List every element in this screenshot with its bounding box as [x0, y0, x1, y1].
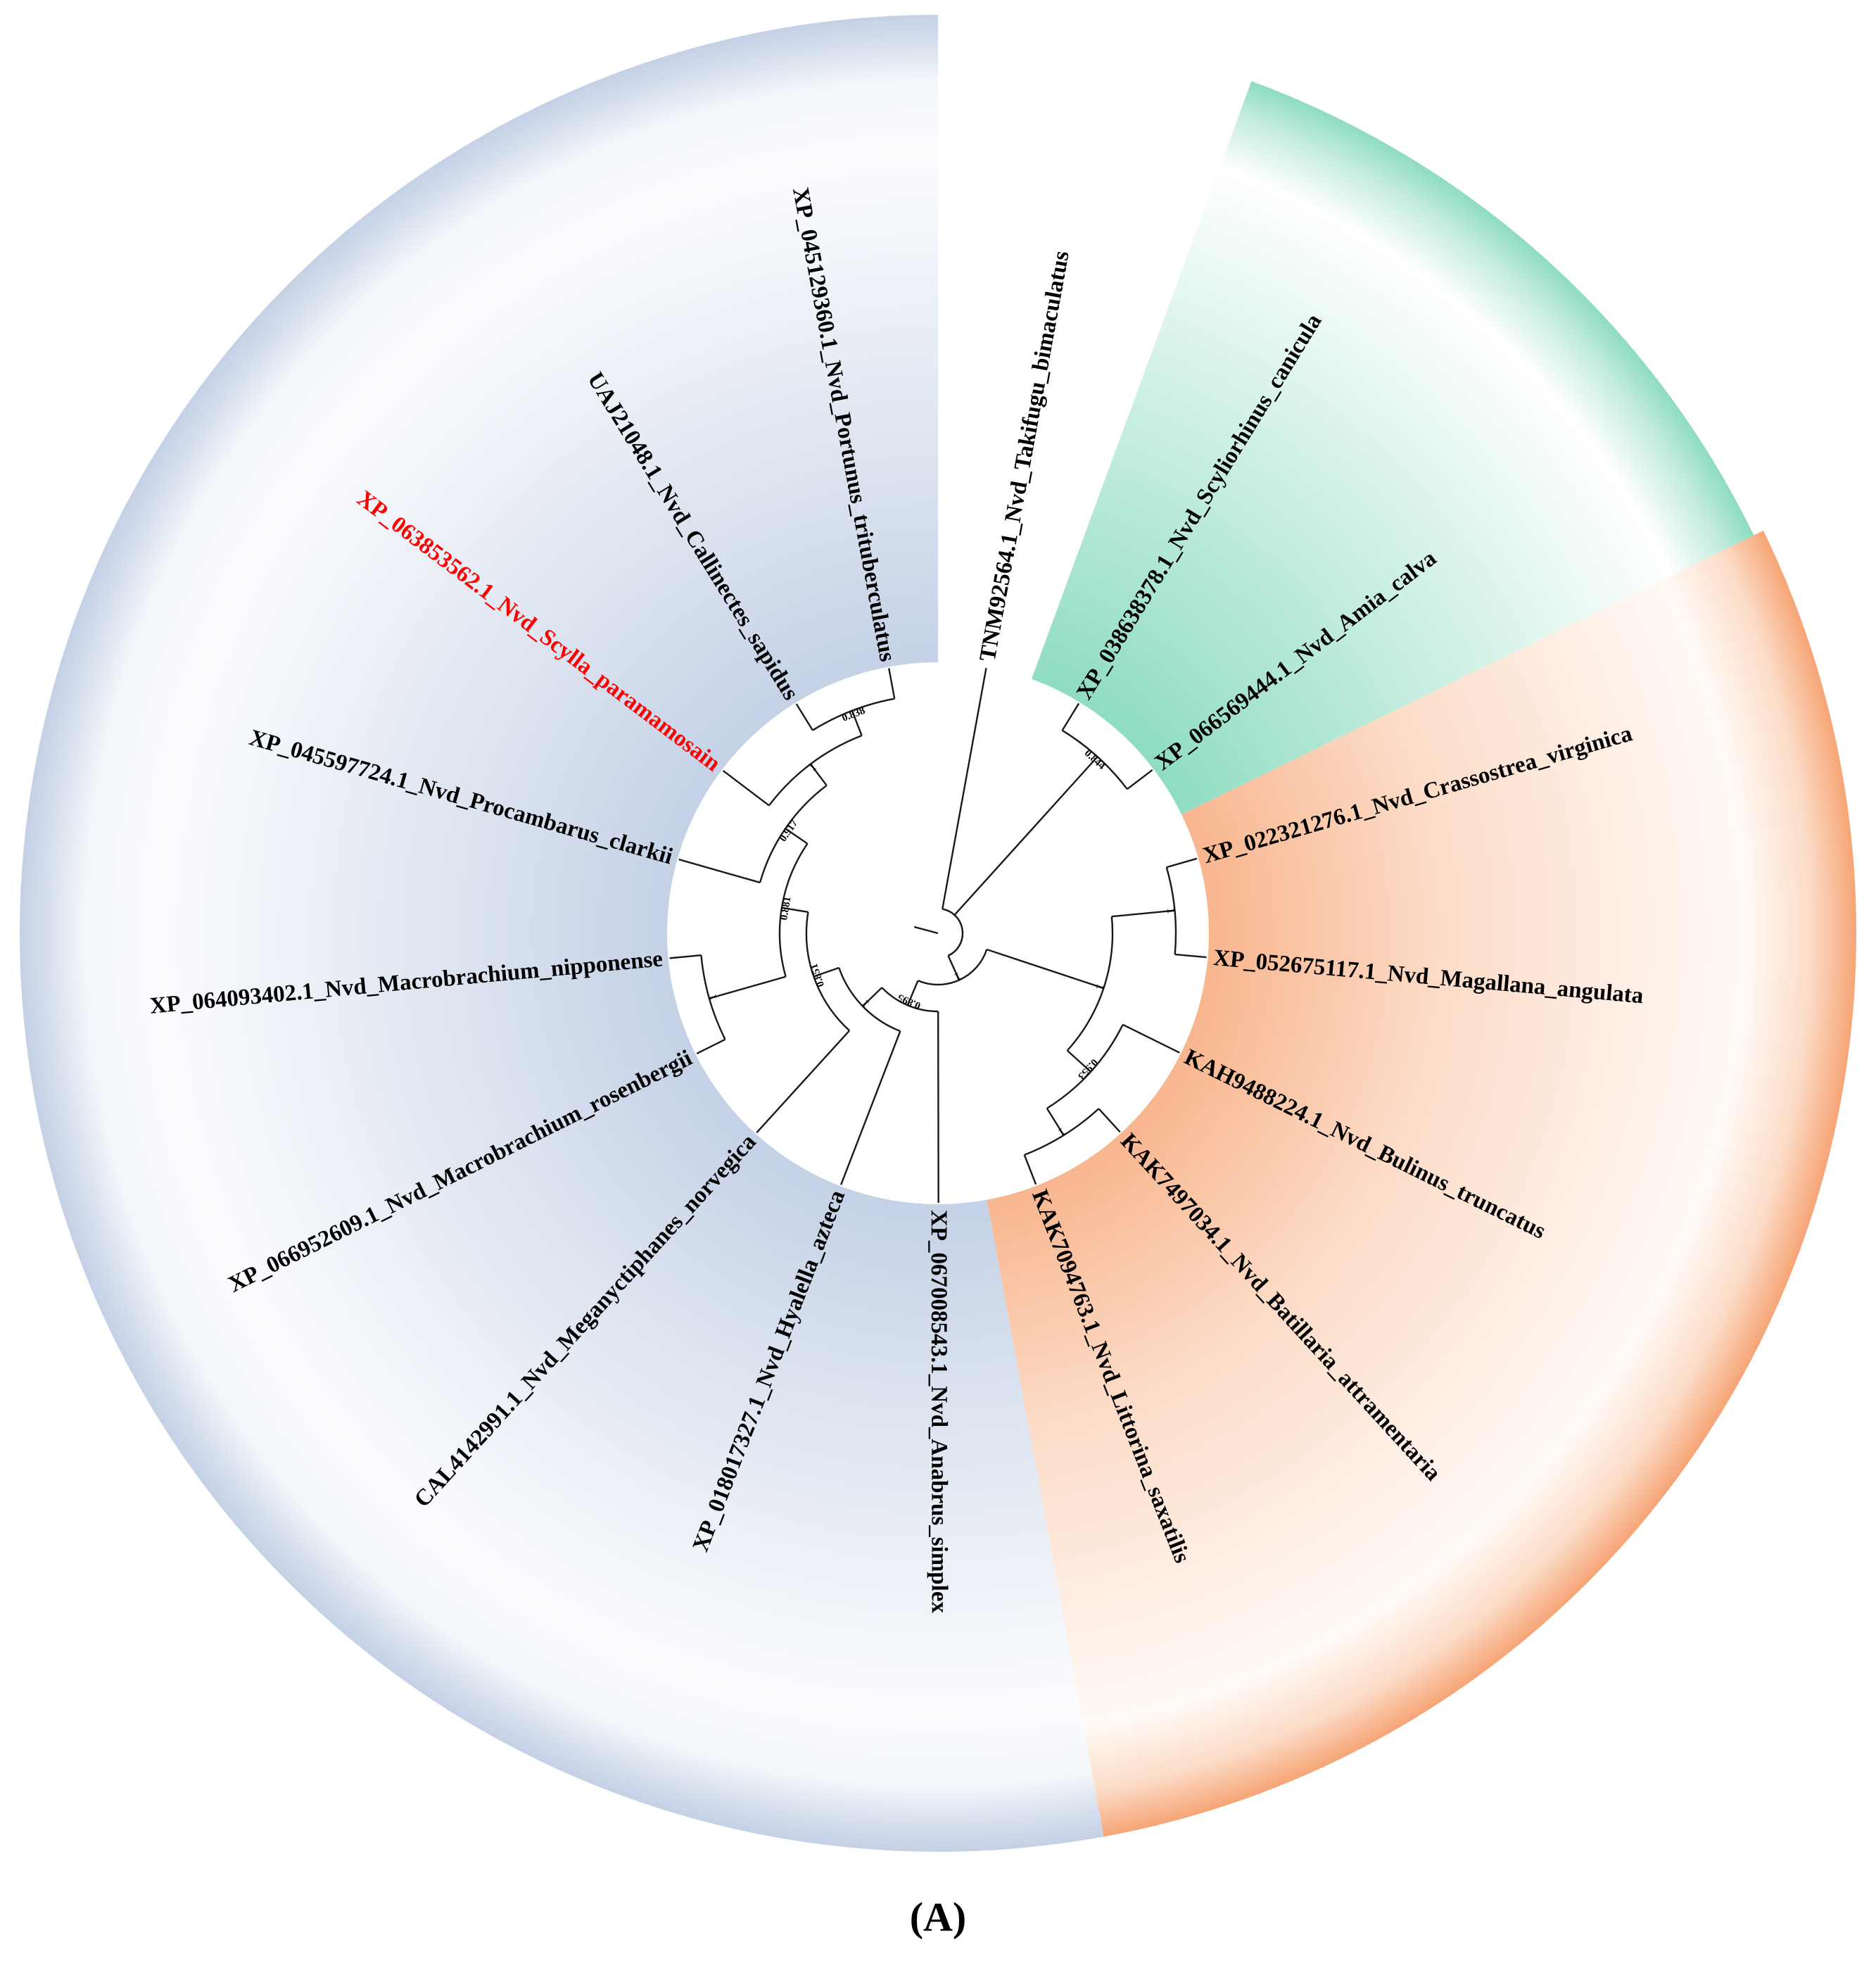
leaf-label: TNM92564.1_Nvd_Takifugu_bimaculatus [975, 249, 1075, 664]
branch-arc [778, 843, 809, 977]
branch-arc [1024, 1108, 1100, 1156]
branch-arc [838, 967, 901, 1033]
leaf-branch [696, 1038, 726, 1054]
branch-arc [881, 987, 939, 1013]
support-value: 0.881 [778, 896, 793, 921]
tree-branches [669, 667, 1207, 1204]
branch-arc [1165, 866, 1177, 955]
leaf-branch [1174, 953, 1207, 959]
branch-arc [942, 908, 964, 956]
clade-sector-blue [20, 15, 1104, 1852]
leaf-branch [678, 858, 761, 884]
leaf-branch [756, 1030, 851, 1134]
figure-label: (A) [0, 1893, 1876, 1940]
internal-branch [813, 966, 839, 978]
root-stub [913, 926, 939, 935]
leaf-label: XP_067008543.1_Nvd_Anabrus_simplex [926, 1210, 952, 1614]
internal-branch [1046, 1108, 1065, 1136]
support-value: 1 [1165, 908, 1177, 914]
internal-branch [1111, 909, 1175, 918]
leaf-branch [1023, 1154, 1037, 1185]
internal-branch [906, 980, 919, 1006]
branch-arc [812, 697, 895, 731]
leaf-branch [888, 668, 896, 699]
leaf-branch [722, 770, 770, 807]
leaf-branch [1098, 1108, 1121, 1133]
leaf-branch [1127, 769, 1153, 790]
internal-branch [986, 948, 1104, 990]
leaf-branch [669, 954, 702, 959]
clade-sector-green [938, 81, 1754, 934]
internal-branch [785, 828, 809, 845]
leaf-branch [942, 667, 987, 909]
leaf-branch [1061, 702, 1080, 731]
leaf-branch [840, 1030, 901, 1185]
branch-arc [1046, 1024, 1124, 1109]
branch-arc [805, 911, 850, 1032]
branch-arc [768, 735, 863, 807]
branch-arc [1061, 729, 1128, 790]
internal-branch [862, 987, 883, 1007]
leaf-branch [1122, 1023, 1180, 1054]
support-value: 1 [707, 993, 719, 1002]
internal-branch [809, 763, 828, 786]
branch-arc [1066, 916, 1114, 1052]
leaf-branch [795, 703, 813, 731]
figure-label-text: (A) [909, 1894, 967, 1940]
branch-arc [918, 949, 988, 986]
internal-branch [851, 710, 863, 736]
branch-arc [700, 955, 726, 1040]
internal-branch [781, 907, 809, 914]
leaf-branch [1166, 857, 1198, 869]
internal-branch [1066, 1049, 1091, 1073]
internal-branch [947, 955, 961, 980]
internal-branch [953, 756, 1098, 916]
internal-branch [709, 975, 786, 999]
branch-arc [759, 785, 828, 883]
